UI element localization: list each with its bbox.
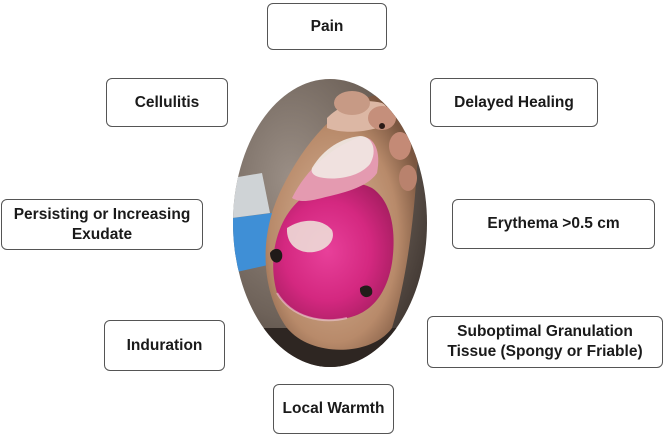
- sign-granulation-box: Suboptimal Granulation Tissue (Spongy or…: [427, 316, 663, 368]
- sign-delayed-healing-box: Delayed Healing: [430, 78, 598, 127]
- sign-warmth-box: Local Warmth: [273, 384, 394, 434]
- sign-cellulitis-box: Cellulitis: [106, 78, 228, 127]
- sign-erythema-box: Erythema >0.5 cm: [452, 199, 655, 249]
- sign-exudate-box: Persisting or Increasing Exudate: [1, 199, 203, 250]
- sign-induration-box: Induration: [104, 320, 225, 371]
- sign-pain-box: Pain: [267, 3, 387, 50]
- wound-photo: [233, 79, 427, 367]
